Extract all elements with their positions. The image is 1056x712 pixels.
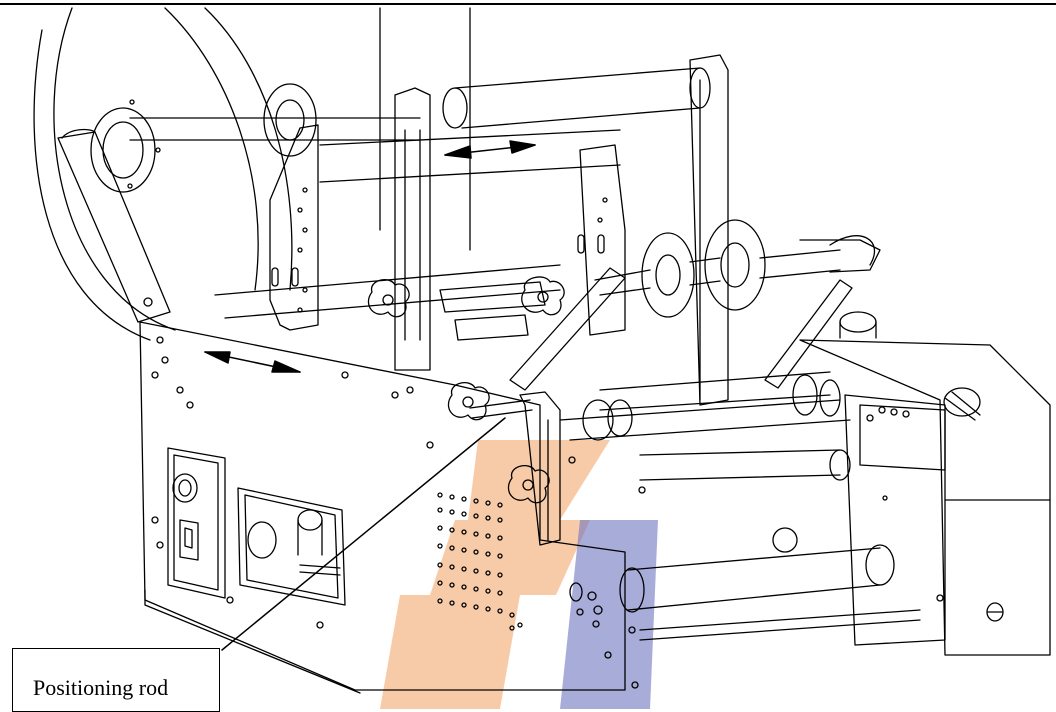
callout-box: Positioning rod [12, 648, 220, 712]
star-knob-1 [367, 279, 410, 318]
front-adjust-arrow [204, 351, 301, 373]
positioning-rod-label: Positioning rod [33, 675, 169, 700]
label-reel [33, 7, 471, 341]
upper-roller [394, 54, 729, 406]
dot-pattern [437, 492, 523, 631]
watermark-logo [380, 440, 658, 709]
star-knob-3 [447, 382, 490, 421]
guide-roller-pair [641, 219, 881, 318]
lower-rollers [559, 371, 921, 641]
positioning-rod [469, 391, 561, 546]
star-knob-2 [521, 276, 565, 316]
control-plate [237, 487, 346, 606]
right-housing [799, 311, 1051, 656]
right-upper-plate [577, 144, 626, 336]
reel-arm [57, 128, 171, 323]
left-front-plate [139, 321, 626, 694]
callout-leader-line [221, 417, 506, 651]
switch-panel [167, 447, 226, 599]
upper-adjust-arrow [444, 140, 536, 159]
cross-bars [214, 129, 621, 341]
diagonal-arms [509, 267, 853, 391]
reel-shaft [129, 83, 421, 157]
center-plate-holes [568, 456, 646, 689]
left-upper-plate [269, 124, 319, 331]
